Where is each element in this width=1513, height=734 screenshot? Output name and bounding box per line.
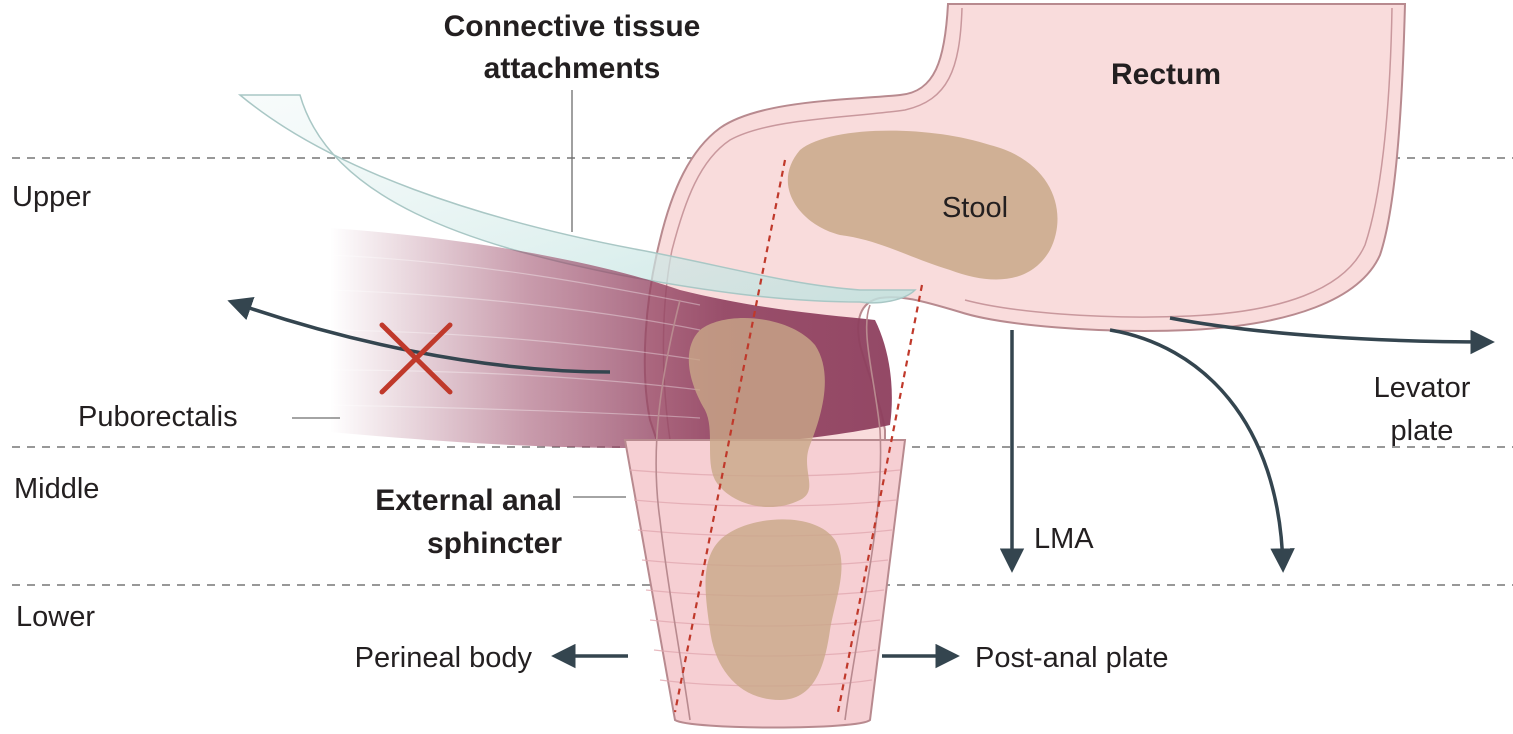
zone-middle-label: Middle bbox=[14, 473, 99, 505]
perineal-body-label: Perineal body bbox=[355, 642, 533, 674]
connective-tissue-label-line1: Connective tissue bbox=[444, 10, 701, 43]
zone-upper-label: Upper bbox=[12, 181, 91, 213]
zone-lower-label: Lower bbox=[16, 601, 95, 633]
external-anal-sphincter-label-line2: sphincter bbox=[427, 527, 562, 560]
connective-tissue-label-line2: attachments bbox=[484, 52, 661, 85]
stool-label: Stool bbox=[942, 192, 1008, 224]
rectum-label: Rectum bbox=[1111, 58, 1221, 91]
levator-down-arrow bbox=[1110, 330, 1283, 568]
levator-plate-label-line1: Levator bbox=[1374, 372, 1471, 404]
post-anal-plate-label: Post-anal plate bbox=[975, 642, 1168, 674]
external-anal-sphincter-label-line1: External anal bbox=[375, 484, 562, 517]
levator-plate-label-line2: plate bbox=[1391, 415, 1454, 447]
lma-label: LMA bbox=[1034, 523, 1094, 555]
puborectalis-label: Puborectalis bbox=[78, 401, 238, 433]
